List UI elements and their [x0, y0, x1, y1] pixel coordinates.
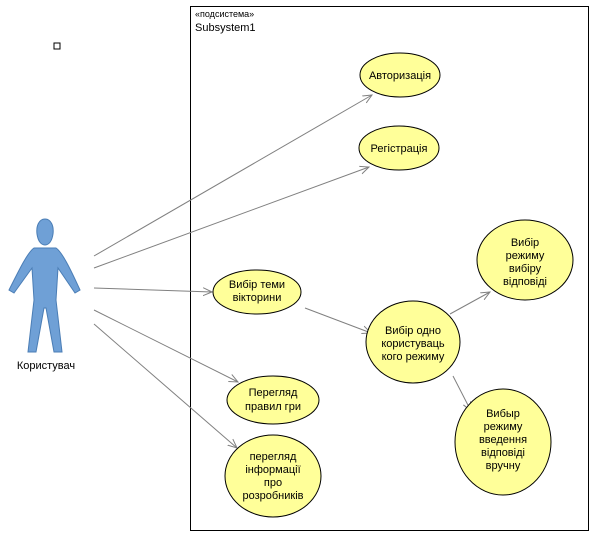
assoc-rules	[93, 309, 238, 382]
usecase-label: правил гри	[245, 401, 301, 413]
usecase-view-developers[interactable]: перегляд інформації про розробників	[224, 434, 322, 518]
usecase-registration[interactable]: Регістрація	[358, 125, 440, 171]
usecase-label: вручну	[486, 460, 521, 472]
usecase-label: Авторизація	[369, 70, 431, 82]
usecase-manual-answer-mode[interactable]: Вибыр режиму введення відповіді вручну	[454, 388, 552, 496]
usecase-label: Вибір	[511, 237, 539, 249]
usecase-label: про	[264, 477, 282, 489]
usecase-label: відповіді	[481, 447, 525, 459]
usecase-label: Перегляд	[249, 387, 298, 399]
usecase-single-user-mode[interactable]: Вибір одно користуваць кого режиму	[365, 300, 461, 384]
usecase-label: відповіді	[503, 276, 547, 288]
usecase-select-answer-mode[interactable]: Вибір режиму вибіру відповіді	[476, 219, 574, 301]
usecase-label: Регістрація	[371, 143, 428, 155]
stick-figure-actor-icon	[8, 218, 81, 353]
usecase-choose-topic[interactable]: Вибір теми вікторини	[212, 269, 302, 315]
assoc-devs	[93, 323, 237, 448]
usecase-label: режиму	[506, 250, 545, 262]
usecase-label: введення	[479, 434, 527, 446]
assoc-mode-select	[449, 292, 490, 315]
subsystem-boundary[interactable]: «подсистема» Subsystem1	[190, 6, 589, 531]
usecase-authorization[interactable]: Авторизація	[359, 52, 441, 98]
usecase-label: інформації	[245, 464, 300, 476]
subsystem-name: Subsystem1	[195, 22, 256, 34]
assoc-reg	[93, 167, 369, 269]
usecase-label: Вибір теми	[229, 279, 285, 291]
usecase-label: вибіру	[509, 263, 542, 275]
actor-user[interactable]: Користувач	[8, 218, 81, 372]
usecase-label: розробників	[242, 490, 303, 502]
usecase-view-rules[interactable]: Перегляд правил гри	[226, 375, 320, 425]
subsystem-stereotype: «подсистема»	[195, 9, 254, 19]
assoc-topic-mode	[304, 307, 371, 333]
usecase-label: Вибір одно	[385, 325, 441, 337]
usecase-label: перегляд	[250, 451, 297, 463]
usecase-label: вікторини	[233, 292, 282, 304]
usecase-label: Вибыр	[486, 408, 520, 420]
usecase-label: кого режиму	[382, 351, 445, 363]
actor-name: Користувач	[17, 360, 75, 372]
assoc-auth	[93, 95, 372, 257]
selection-handle[interactable]	[53, 42, 61, 50]
usecase-label: користуваць	[381, 338, 445, 350]
assoc-topic	[93, 288, 212, 292]
usecase-label: режиму	[484, 421, 523, 433]
